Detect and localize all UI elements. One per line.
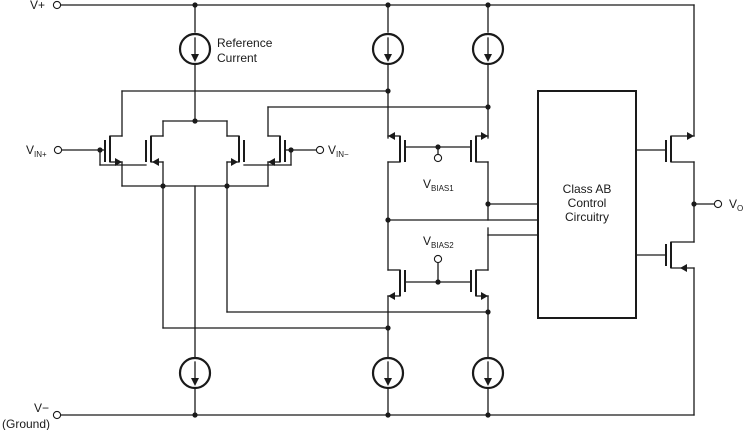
vout-label: VO (729, 197, 743, 213)
vminus-label: V− (34, 401, 49, 415)
current-source-bottom-3 (471, 295, 505, 416)
cascode-lower-pair (387, 219, 489, 300)
vminus-rail (59, 267, 695, 416)
vminus-terminal (52, 410, 62, 420)
class-ab-block-label-line2: Control (568, 196, 607, 210)
control-connections (387, 203, 539, 236)
vplus-label: V+ (30, 0, 45, 12)
reference-current-label-line2: Current (217, 51, 258, 65)
class-ab-block-label-line1: Class AB (563, 182, 612, 196)
current-source-top-2 (371, 4, 405, 139)
class-ab-control-block (537, 90, 637, 319)
vbias1-terminal (433, 153, 443, 163)
current-source-bottom-1 (178, 185, 212, 416)
vout-terminal (713, 199, 723, 209)
output-stage (635, 132, 715, 272)
vplus-terminal (52, 0, 62, 10)
vin-minus-terminal (315, 145, 325, 155)
vin-plus-label: VIN+ (26, 143, 47, 159)
ground-label: (Ground) (2, 417, 50, 430)
vin-plus-terminal (53, 145, 63, 155)
reference-current-label-line1: Reference (217, 36, 273, 50)
junction-dots (97, 2, 697, 418)
vbias1-label: VBIAS1 (423, 177, 454, 193)
vin-minus-label: VIN− (328, 143, 349, 159)
current-source-reference (178, 4, 212, 122)
current-source-bottom-2 (371, 295, 405, 416)
vbias2-terminal (433, 254, 443, 264)
vplus-rail (59, 4, 695, 137)
vbias2-label: VBIAS2 (423, 234, 454, 250)
input-stage (61, 90, 489, 329)
class-ab-block-label-line3: Circuitry (565, 210, 609, 224)
current-source-top-3 (471, 4, 505, 139)
